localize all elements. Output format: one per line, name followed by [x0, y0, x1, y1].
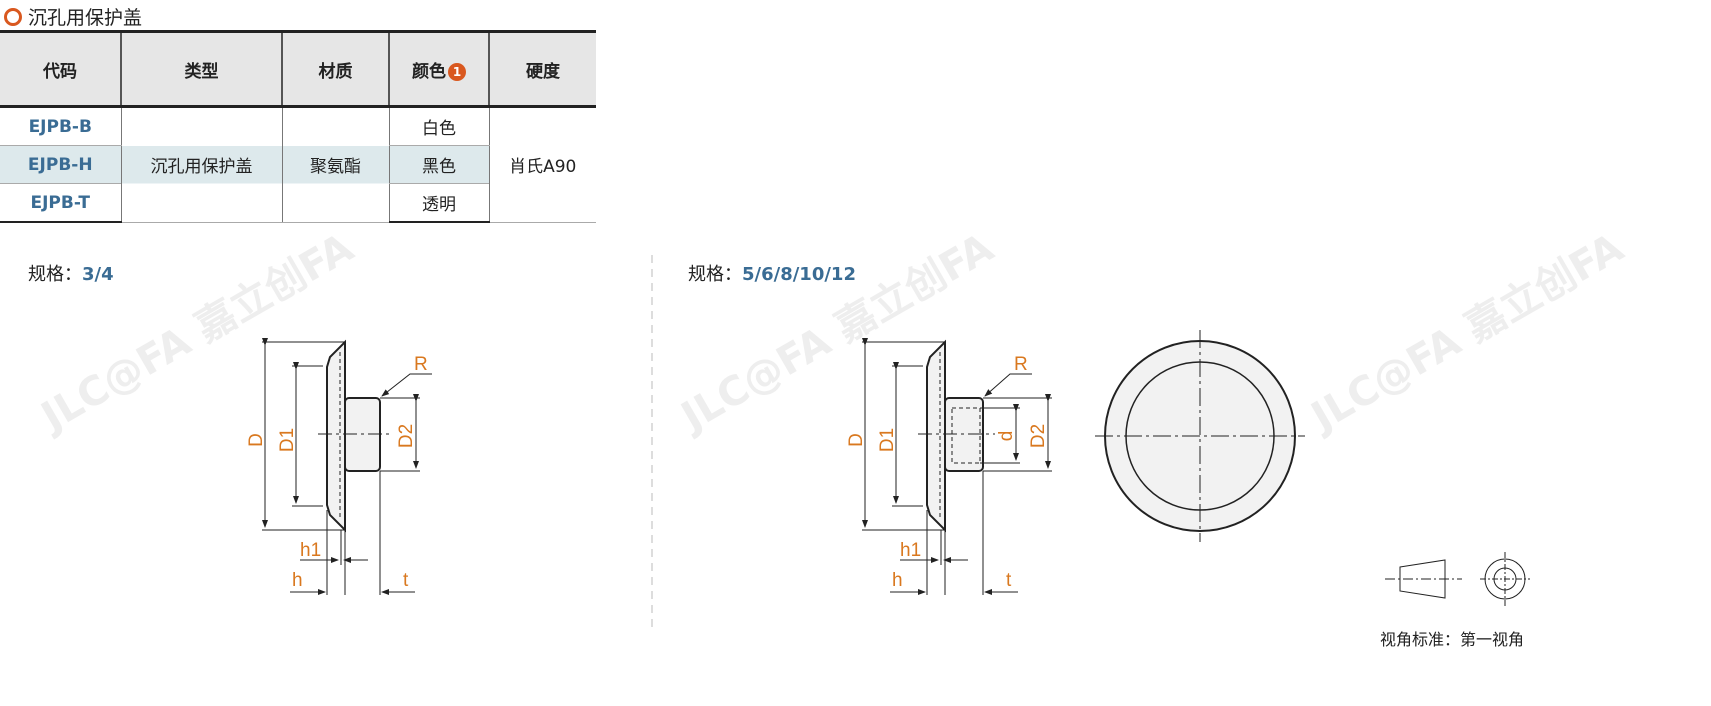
dim-h1: h1 [300, 540, 321, 561]
material-cell: 聚氨酯 [281, 106, 389, 223]
code-cell: EJPB-H [0, 145, 121, 184]
dim-t: t [403, 570, 409, 591]
header-material: 材质 [281, 30, 389, 108]
dim-h: h [892, 570, 903, 591]
title-text: 沉孔用保护盖 [28, 7, 143, 29]
spec-value: 5/6/8/10/12 [742, 264, 856, 285]
spec-left: 规格：3/4 [28, 260, 114, 286]
dim-d: d [996, 431, 1017, 442]
header-code: 代码 [0, 30, 121, 108]
type-cell: 沉孔用保护盖 [120, 106, 282, 223]
code-cell: EJPB-B [0, 106, 121, 146]
dim-h1: h1 [900, 540, 921, 561]
color-cell: 黑色 [388, 145, 489, 184]
code-cell: EJPB-T [0, 183, 121, 223]
header-hardness: 硬度 [488, 30, 596, 108]
dim-D1: D1 [877, 428, 898, 452]
color-cell: 透明 [388, 183, 489, 223]
hardness-cell: 肖氏A90 [488, 106, 596, 223]
spec-label: 规格： [688, 264, 742, 285]
header-type: 类型 [120, 30, 282, 108]
spec-right: 规格：5/6/8/10/12 [688, 260, 856, 286]
circle-bullet-icon [4, 7, 22, 26]
dim-R: R [414, 354, 428, 375]
dim-t: t [1006, 570, 1012, 591]
dim-h: h [292, 570, 303, 591]
drawing-right [862, 330, 1305, 595]
note-badge: 1 [448, 62, 466, 81]
header-color-label: 颜色 [412, 61, 446, 82]
drawing-left [262, 338, 432, 595]
dim-D: D [846, 433, 867, 447]
first-angle-projection-icon [1385, 552, 1530, 606]
dim-R: R [1014, 354, 1028, 375]
dim-D2: D2 [396, 424, 417, 448]
spec-value: 3/4 [82, 264, 114, 285]
spec-label: 规格： [28, 264, 82, 285]
projection-standard: 视角标准：第一视角 [1380, 630, 1525, 649]
section-title: 沉孔用保护盖 [4, 3, 142, 30]
dim-D2: D2 [1028, 424, 1049, 448]
dim-D: D [246, 433, 267, 447]
dim-D1: D1 [277, 428, 298, 452]
color-cell: 白色 [388, 106, 489, 146]
